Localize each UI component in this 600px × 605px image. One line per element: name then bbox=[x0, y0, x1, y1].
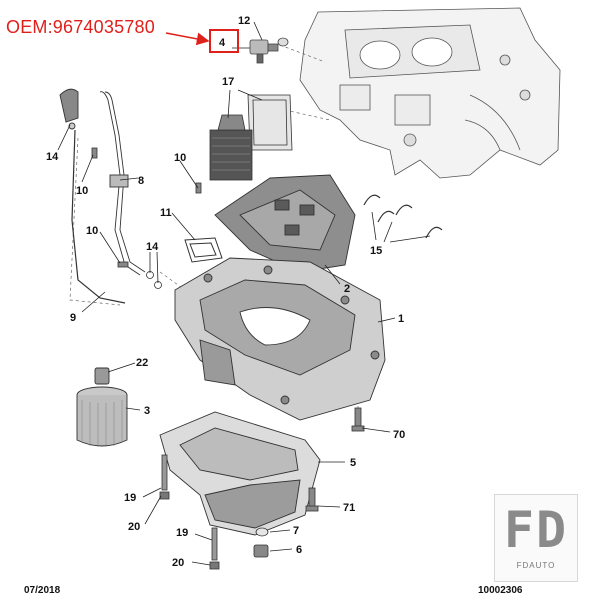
callout-15: 15 bbox=[370, 245, 382, 257]
part-11-gasket bbox=[184, 237, 223, 263]
part-19-stud-lower bbox=[211, 527, 218, 561]
part-20-nut-lower bbox=[209, 561, 220, 570]
part-4-highlight-box bbox=[209, 29, 239, 53]
part-1-lower-crankcase bbox=[174, 257, 386, 421]
callout-1: 1 bbox=[398, 313, 404, 325]
callout-14-orings: 14 bbox=[146, 241, 159, 253]
callout-71: 71 bbox=[343, 502, 355, 514]
callout-22: 22 bbox=[136, 357, 148, 369]
callout-11: 11 bbox=[160, 207, 172, 219]
brand-watermark: FD FDAUTO bbox=[494, 494, 578, 582]
part-70-bolt bbox=[351, 407, 365, 432]
part-8-dipstick-tube bbox=[99, 91, 146, 276]
callout-70: 70 bbox=[393, 429, 405, 441]
callout-8: 8 bbox=[138, 175, 144, 187]
callout-17: 17 bbox=[222, 76, 234, 88]
callout-19-upper: 19 bbox=[124, 492, 136, 504]
part-20-nut-upper bbox=[159, 491, 170, 500]
callout-7: 7 bbox=[293, 525, 299, 537]
callout-10-lower: 10 bbox=[86, 225, 98, 237]
part-3-oil-filter bbox=[76, 386, 128, 447]
callout-20-lower: 20 bbox=[172, 557, 184, 569]
callout-12: 12 bbox=[238, 15, 250, 27]
part-71-bolt bbox=[305, 487, 319, 512]
part-17-oil-cooler bbox=[209, 94, 293, 181]
callout-2: 2 bbox=[344, 283, 350, 295]
part-12-washer bbox=[277, 37, 289, 47]
callout-3: 3 bbox=[144, 405, 150, 417]
watermark-brand: FDAUTO bbox=[516, 561, 556, 570]
callout-20-upper: 20 bbox=[128, 521, 140, 533]
footer-date: 07/2018 bbox=[24, 585, 61, 596]
part-7-drain-washer bbox=[255, 527, 269, 537]
callout-9: 9 bbox=[70, 312, 76, 324]
oem-part-number: OEM:9674035780 bbox=[6, 17, 155, 37]
oem-pointer-arrow bbox=[165, 32, 210, 46]
engine-block bbox=[299, 7, 561, 179]
footer-doc-number: 10002306 bbox=[478, 585, 523, 596]
callout-10-cooler-bolt: 10 bbox=[174, 152, 186, 164]
callout-10-tube-bolt: 10 bbox=[76, 185, 88, 197]
callout-6: 6 bbox=[296, 544, 302, 556]
part-22-filter-stud bbox=[94, 367, 110, 385]
part-14-o-rings bbox=[146, 271, 162, 289]
callout-19-lower: 19 bbox=[176, 527, 188, 539]
part-19-stud-upper bbox=[161, 454, 168, 491]
leader-lines bbox=[57, 21, 431, 566]
part-15-piston-jets bbox=[363, 194, 443, 239]
part-14-dipstick-handle bbox=[59, 88, 79, 130]
part-4-oil-pressure-sensor bbox=[249, 39, 279, 64]
part-9-dipstick-rod bbox=[71, 129, 126, 304]
part-2-windage-baffle bbox=[214, 174, 356, 273]
part-5-oil-pan bbox=[159, 411, 321, 536]
callout-labels: 12 4 17 14 10 8 10 11 10 14 9 2 15 1 22 … bbox=[46, 15, 405, 569]
part-6-drain-plug bbox=[253, 544, 269, 558]
watermark-letters: FD bbox=[503, 501, 569, 559]
part-10-bolts bbox=[91, 147, 202, 268]
callout-5: 5 bbox=[350, 457, 356, 469]
callout-14-handle: 14 bbox=[46, 151, 59, 163]
callout-4: 4 bbox=[219, 37, 226, 49]
